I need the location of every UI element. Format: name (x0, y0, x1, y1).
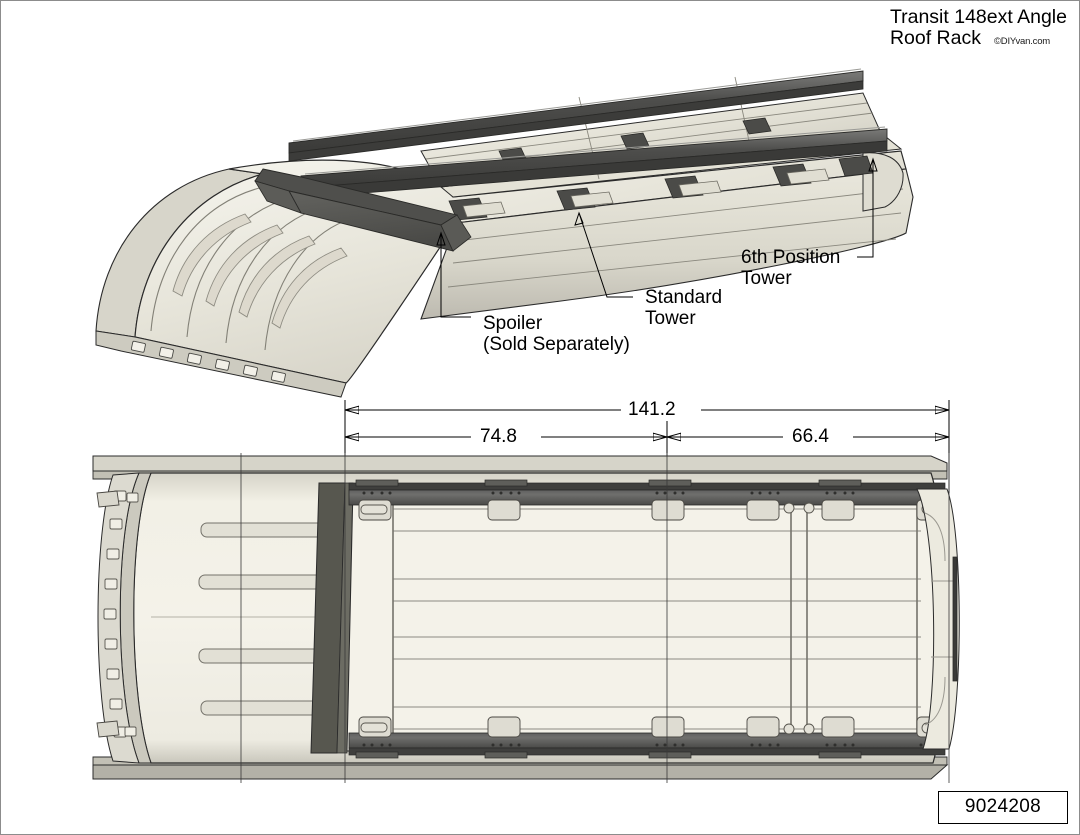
drawing-title-line1: Transit 148ext Angle (889, 6, 1067, 28)
callout-standard-tower: Standard Tower (645, 287, 723, 330)
copyright-notice: ©DIYvan.com (993, 36, 1050, 48)
part-number-box: 9024208 (937, 791, 1068, 824)
spoiler-part (254, 168, 472, 252)
drawing-title-line2: Roof Rack (889, 27, 981, 50)
rack-rail-far (288, 68, 864, 162)
top-plan-view (92, 453, 960, 783)
rack-towers-plan-lower (355, 716, 948, 759)
rack-towers-near (448, 155, 874, 221)
rack-rail-plan-lower (348, 732, 946, 756)
dimension-label-overall: 141.2 (623, 399, 681, 421)
callout-spoiler: Spoiler (Sold Separately) (483, 313, 630, 356)
rack-towers-plan-upper (355, 479, 948, 521)
rack-towers-far (498, 117, 772, 165)
dimension-label-right: 66.4 (787, 426, 834, 448)
rack-rail-plan-upper (348, 482, 946, 506)
callout-6th-position-tower: 6th Position Tower (741, 247, 841, 290)
dimension-label-left: 74.8 (475, 426, 522, 448)
spoiler-plan (310, 482, 354, 754)
title-block: Transit 148ext Angle Roof Rack ©DIYvan.c… (889, 6, 1067, 50)
front-edge-slots (103, 490, 127, 738)
part-number-value: 9024208 (964, 796, 1041, 817)
rack-rail-near (300, 126, 888, 199)
